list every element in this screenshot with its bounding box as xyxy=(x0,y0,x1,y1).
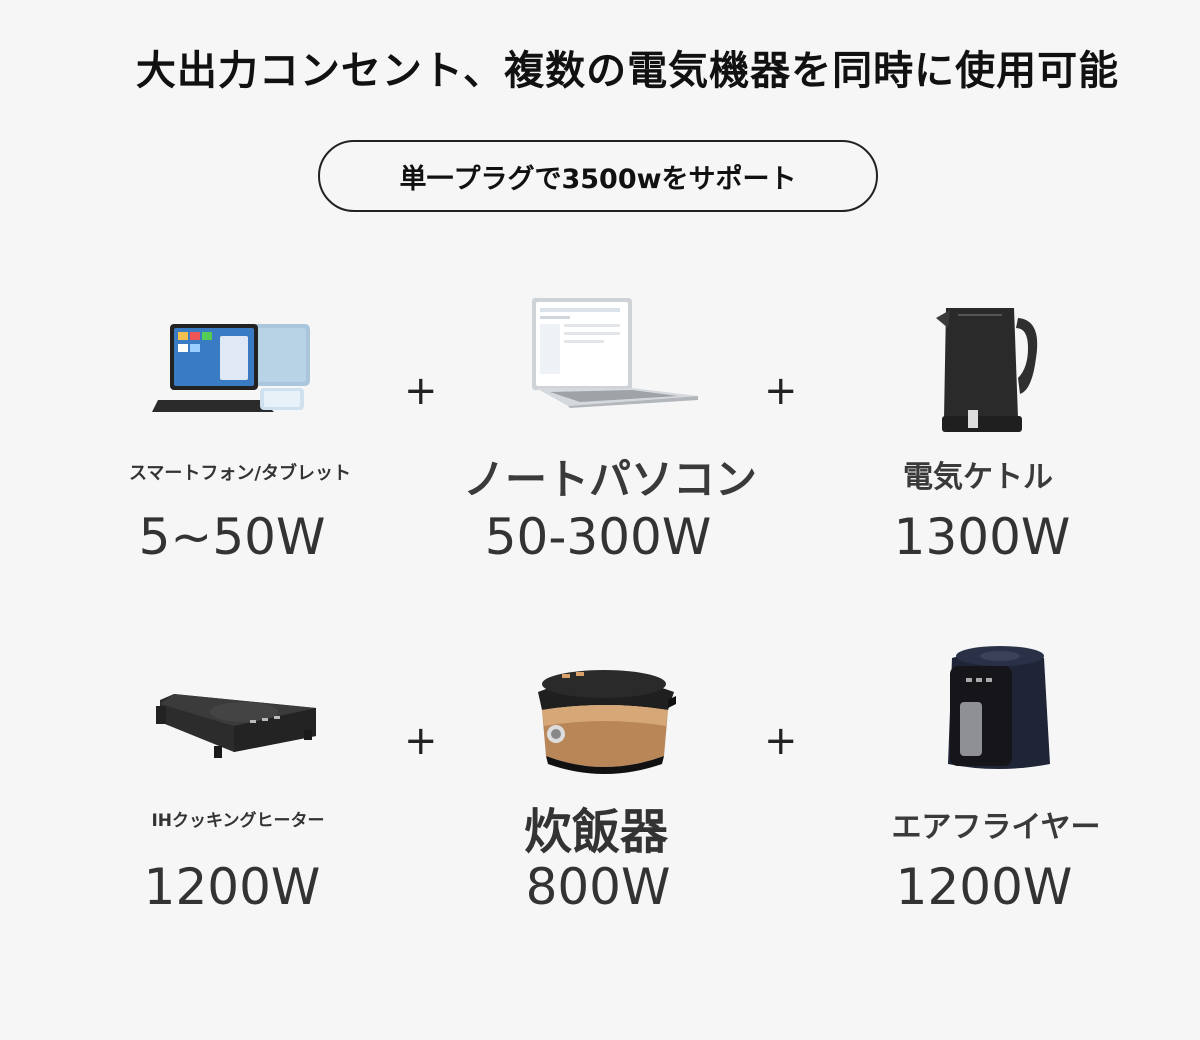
plus-sign: + xyxy=(404,718,438,764)
device-label: 炊飯器 xyxy=(523,804,668,860)
rice-cooker-icon xyxy=(534,660,676,782)
ih-cooktop-icon xyxy=(154,686,320,770)
laptop-icon xyxy=(528,296,700,412)
electric-kettle-icon xyxy=(932,298,1050,452)
plus-sign: + xyxy=(764,718,798,764)
plus-sign: + xyxy=(404,368,438,414)
device-wattage: 1200W xyxy=(895,858,1073,916)
device-label: エアフライヤー xyxy=(891,810,1101,845)
support-badge-text: 単一プラグで3500wをサポート xyxy=(399,163,797,195)
device-wattage: 1200W xyxy=(143,858,321,916)
device-wattage: 1300W xyxy=(893,508,1071,566)
support-badge: 単一プラグで3500wをサポート xyxy=(318,140,878,212)
device-label: ノートパソコン xyxy=(462,455,757,504)
device-wattage: 800W xyxy=(525,858,671,916)
page-title: 大出力コンセント、複数の電気機器を同時に使用可能 xyxy=(135,48,1120,94)
device-wattage: 5~50W xyxy=(138,508,326,566)
device-label: スマートフォン/タブレット xyxy=(128,463,352,484)
tablet-smartphone-icon xyxy=(150,318,320,422)
air-fryer-icon xyxy=(942,640,1054,780)
device-wattage: 50-300W xyxy=(484,508,712,566)
device-label: IHクッキングヒーター xyxy=(151,811,325,831)
plus-sign: + xyxy=(764,368,798,414)
device-label: 電気ケトル xyxy=(903,460,1053,495)
